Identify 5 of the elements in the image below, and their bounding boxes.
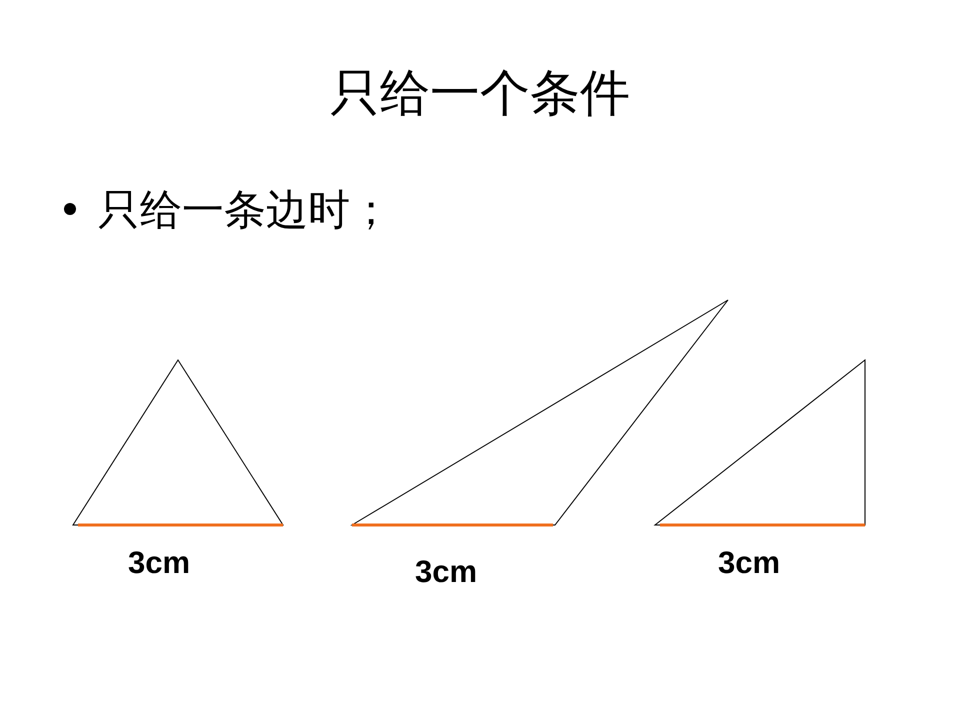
side-length-label: 3cm [415, 554, 478, 590]
side-length-label: 3cm [128, 545, 190, 581]
bullet-text: 只给一条边时； [98, 184, 392, 236]
slide-title: 只给一个条件 [330, 63, 630, 124]
side-length-label: 3cm [718, 545, 780, 581]
